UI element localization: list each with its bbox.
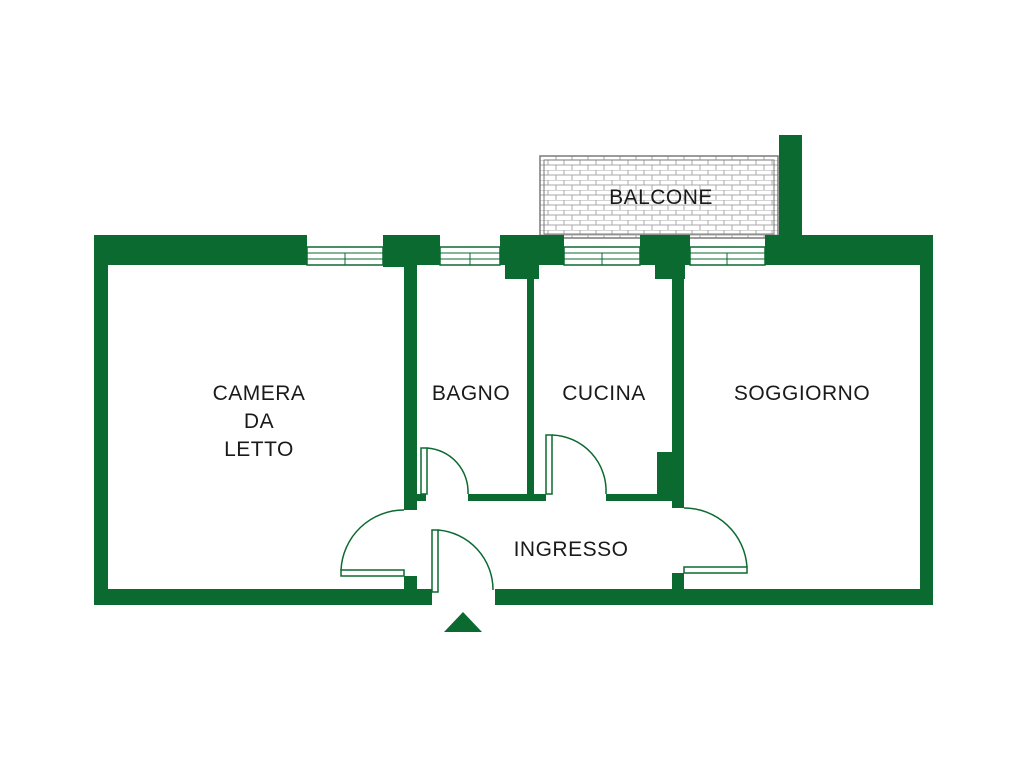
wall-bagno-bottom-left (404, 494, 426, 501)
wall-cucina-bottom-left (534, 494, 546, 501)
wall-camera-bagno (404, 265, 417, 510)
wall-cucina-bottom (606, 494, 684, 501)
room-label-camera-line3: LETTO (224, 438, 294, 461)
balcony-pillar (779, 135, 802, 237)
room-label-camera-line1: CAMERA (213, 382, 306, 405)
door-bagno[interactable] (420, 447, 469, 495)
balcony-floor (539, 155, 779, 239)
room-label-bagno: BAGNO (432, 382, 510, 405)
wall-bagno-bottom (468, 494, 534, 501)
wall-left (94, 235, 108, 605)
wall-soggiorno-ingresso (672, 573, 684, 605)
entrance-arrow-icon (444, 612, 482, 632)
wall-soggiorno-pillar (657, 452, 684, 498)
wall-bottom-left (94, 589, 432, 605)
window-cucina (563, 246, 641, 266)
room-label-balcone: BALCONE (609, 186, 713, 209)
window-soggiorno (689, 246, 766, 266)
wall-top-b (500, 235, 564, 265)
doors (340, 434, 748, 593)
window-camera (306, 246, 384, 266)
room-labels: CAMERA DA LETTO BAGNO CUCINA SOGGIORNO I… (213, 186, 870, 561)
wall-right (920, 235, 933, 605)
door-cucina[interactable] (545, 434, 607, 495)
wall-bottom-right (495, 589, 933, 605)
wall-top-right (765, 235, 933, 265)
room-label-cucina: CUCINA (562, 382, 646, 405)
door-soggiorno[interactable] (683, 507, 748, 574)
wall-top-c (640, 235, 690, 265)
room-label-camera-line2: DA (244, 410, 274, 433)
room-label-soggiorno: SOGGIORNO (734, 382, 870, 405)
windows (306, 246, 766, 266)
wall-bagno-cucina (527, 270, 534, 500)
door-camera[interactable] (340, 509, 405, 577)
room-label-ingresso: INGRESSO (514, 538, 629, 561)
wall-top-left (94, 235, 307, 265)
wall-cucina-soggiorno (672, 270, 684, 508)
interior-walls (404, 265, 684, 605)
window-bagno (439, 246, 501, 266)
door-entrance[interactable] (431, 529, 494, 593)
balcony (539, 135, 802, 239)
wall-camera-ingresso (404, 576, 417, 605)
balcony-railing (543, 159, 775, 235)
